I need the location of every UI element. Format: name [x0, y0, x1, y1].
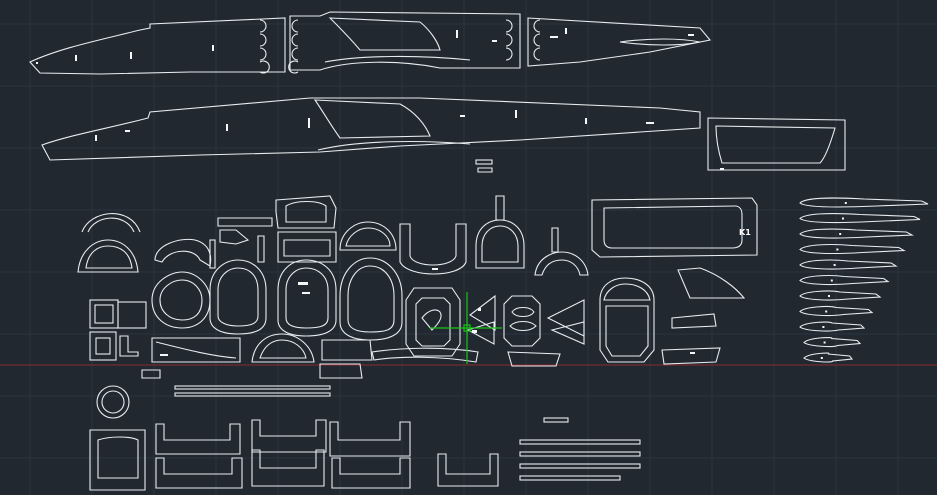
former-6	[339, 221, 397, 251]
wing-rib[interactable]	[799, 244, 906, 255]
rib-hole	[830, 279, 833, 282]
wing-rib[interactable]	[799, 228, 915, 239]
rib-hole	[828, 295, 830, 297]
canopy-frame-k1[interactable]: K1	[591, 197, 758, 258]
former-arch-lattice	[81, 213, 141, 233]
former-7	[339, 257, 403, 341]
former-8	[399, 223, 467, 275]
former-13	[599, 277, 655, 363]
gusset-triangle-1	[469, 294, 496, 331]
small-parts[interactable]	[89, 299, 641, 491]
former-10	[534, 251, 589, 276]
former-5	[277, 259, 337, 337]
wing-rib[interactable]	[799, 275, 890, 286]
wing-rib[interactable]	[799, 197, 929, 208]
rib-hole	[842, 217, 844, 220]
wing-rib[interactable]	[799, 321, 866, 332]
rib-hole	[820, 357, 823, 359]
ring-part	[96, 385, 130, 419]
wing-rib[interactable]	[803, 352, 854, 363]
former-ring-1	[154, 238, 212, 267]
wing-ribs[interactable]	[799, 197, 929, 363]
former-11	[405, 287, 461, 357]
crosshair-cursor	[430, 292, 502, 364]
former-4	[275, 195, 337, 229]
finger-joints-left	[259, 19, 299, 74]
fuselage-side-bottom[interactable]	[41, 97, 701, 173]
wing-rib[interactable]	[799, 290, 882, 301]
rib-hole	[822, 326, 825, 328]
wing-rib[interactable]	[799, 259, 898, 270]
former-d-shape	[77, 239, 139, 273]
rib-hole	[844, 202, 847, 204]
former-12	[503, 295, 541, 347]
gusset-triangle-2	[466, 321, 495, 345]
part-label-k1: K1	[739, 228, 751, 237]
wing-rib[interactable]	[799, 306, 874, 317]
rib-hole	[833, 264, 836, 266]
finger-joints-right	[505, 19, 541, 61]
rib-hole	[825, 310, 828, 313]
rib-hole	[823, 341, 826, 344]
former-3	[209, 259, 267, 335]
former-2	[151, 271, 211, 329]
rib-hole	[839, 233, 842, 235]
former-9	[475, 219, 525, 269]
bulkheads[interactable]	[77, 195, 746, 365]
fuselage-side-top[interactable]	[29, 11, 712, 75]
rib-hole	[836, 248, 839, 251]
wing-rib[interactable]	[803, 337, 862, 348]
canopy-frame-small[interactable]	[707, 117, 846, 171]
wing-rib[interactable]	[799, 213, 921, 224]
